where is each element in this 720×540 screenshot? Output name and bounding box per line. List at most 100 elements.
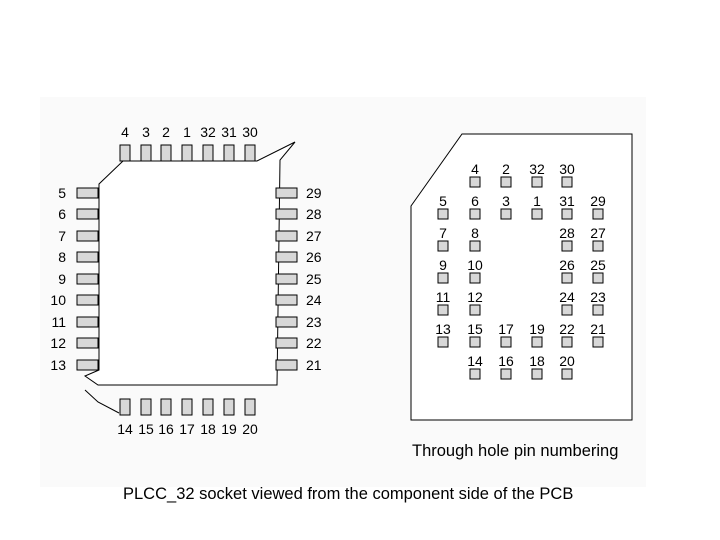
th-pin-label-2: 2 [502, 161, 510, 177]
th-pin-label-10: 10 [467, 257, 483, 273]
th-pin-label-23: 23 [590, 289, 606, 305]
plcc-pin-7 [76, 230, 99, 242]
plcc-pin-label-12: 12 [50, 335, 66, 351]
th-pin-21 [592, 336, 604, 348]
th-pin-label-8: 8 [471, 225, 479, 241]
plcc-pin-label-24: 24 [306, 292, 322, 308]
th-pin-4 [469, 176, 481, 188]
plcc-pin-label-29: 29 [306, 185, 322, 201]
th-pin-label-3: 3 [502, 193, 510, 209]
plcc-pin-label-11: 11 [51, 314, 66, 330]
plcc-pin-label-4: 4 [121, 124, 129, 140]
plcc-socket-outline [83, 141, 296, 386]
plcc-pin-25 [275, 273, 298, 285]
th-pin-label-31: 31 [559, 193, 575, 209]
plcc-pin-3 [140, 144, 152, 162]
th-pin-label-28: 28 [559, 225, 575, 241]
th-pin-3 [500, 208, 512, 220]
plcc-pin-label-7: 7 [58, 228, 66, 244]
plcc-pin-4 [119, 144, 131, 162]
th-pin-14 [469, 368, 481, 380]
plcc-pin-19 [223, 398, 235, 416]
plcc-corner-chamfer [84, 389, 120, 414]
plcc-pin-label-3: 3 [142, 124, 150, 140]
th-pin-label-18: 18 [529, 353, 545, 369]
th-pin-label-25: 25 [590, 257, 606, 273]
plcc-pin-26 [275, 251, 298, 263]
th-pin-label-11: 11 [436, 289, 451, 305]
th-pin-label-20: 20 [559, 353, 575, 369]
plcc-pin-5 [76, 187, 99, 199]
plcc-pin-1 [181, 144, 193, 162]
th-pin-29 [592, 208, 604, 220]
plcc-pin-label-32: 32 [200, 124, 216, 140]
th-pin-label-21: 21 [590, 321, 606, 337]
th-pin-12 [469, 304, 481, 316]
th-pin-22 [561, 336, 573, 348]
th-pin-label-7: 7 [439, 225, 447, 241]
plcc-pin-label-27: 27 [306, 228, 322, 244]
th-pin-18 [531, 368, 543, 380]
plcc-pin-21 [275, 359, 298, 371]
plcc-pin-29 [275, 187, 298, 199]
th-pin-16 [500, 368, 512, 380]
th-pin-label-29: 29 [590, 193, 606, 209]
plcc-pin-label-28: 28 [306, 206, 322, 222]
th-pin-label-14: 14 [467, 353, 483, 369]
th-pin-label-19: 19 [529, 321, 545, 337]
plcc-pin-label-23: 23 [306, 314, 322, 330]
plcc-pin-31 [223, 144, 235, 162]
th-pin-6 [469, 208, 481, 220]
th-pin-24 [561, 304, 573, 316]
th-pin-2 [500, 176, 512, 188]
plcc-pin-label-19: 19 [221, 421, 237, 437]
plcc-pin-30 [244, 144, 256, 162]
plcc-pin-label-20: 20 [242, 421, 258, 437]
plcc-pin-20 [244, 398, 256, 416]
plcc-pin-10 [76, 294, 99, 306]
plcc-pin-label-13: 13 [50, 357, 66, 373]
th-pin-9 [437, 272, 449, 284]
plcc-pin-17 [181, 398, 193, 416]
plcc-pin-27 [275, 230, 298, 242]
th-pin-label-26: 26 [559, 257, 575, 273]
th-pin-label-22: 22 [559, 321, 575, 337]
th-pin-label-16: 16 [498, 353, 514, 369]
plcc-pin-label-16: 16 [158, 421, 174, 437]
plcc-pin-11 [76, 316, 99, 328]
plcc-pin-label-18: 18 [200, 421, 216, 437]
th-pin-label-27: 27 [590, 225, 606, 241]
th-pin-8 [469, 240, 481, 252]
th-pin-28 [561, 240, 573, 252]
th-pin-31 [561, 208, 573, 220]
th-pin-7 [437, 240, 449, 252]
th-pin-20 [561, 368, 573, 380]
plcc-pin-32 [202, 144, 214, 162]
plcc-pin-label-31: 31 [221, 124, 237, 140]
plcc-pin-15 [140, 398, 152, 416]
plcc-pin-12 [76, 337, 99, 349]
plcc-pin-23 [275, 316, 298, 328]
plcc-pin-24 [275, 294, 298, 306]
through-hole-caption: Through hole pin numbering [412, 442, 619, 460]
figure-caption: PLCC_32 socket viewed from the component… [123, 485, 574, 503]
th-pin-label-1: 1 [533, 193, 541, 209]
th-pin-11 [437, 304, 449, 316]
plcc-pin-label-5: 5 [58, 185, 66, 201]
through-hole-outline [410, 133, 633, 421]
plcc-pin-label-6: 6 [58, 206, 66, 222]
plcc-pin-16 [160, 398, 172, 416]
th-pin-26 [561, 272, 573, 284]
th-pin-label-30: 30 [559, 161, 575, 177]
th-pin-label-32: 32 [529, 161, 545, 177]
plcc-pin-18 [202, 398, 214, 416]
th-pin-25 [592, 272, 604, 284]
th-pin-label-13: 13 [435, 321, 451, 337]
plcc-pin-6 [76, 208, 99, 220]
th-pin-13 [437, 336, 449, 348]
plcc-pin-28 [275, 208, 298, 220]
th-pin-5 [437, 208, 449, 220]
